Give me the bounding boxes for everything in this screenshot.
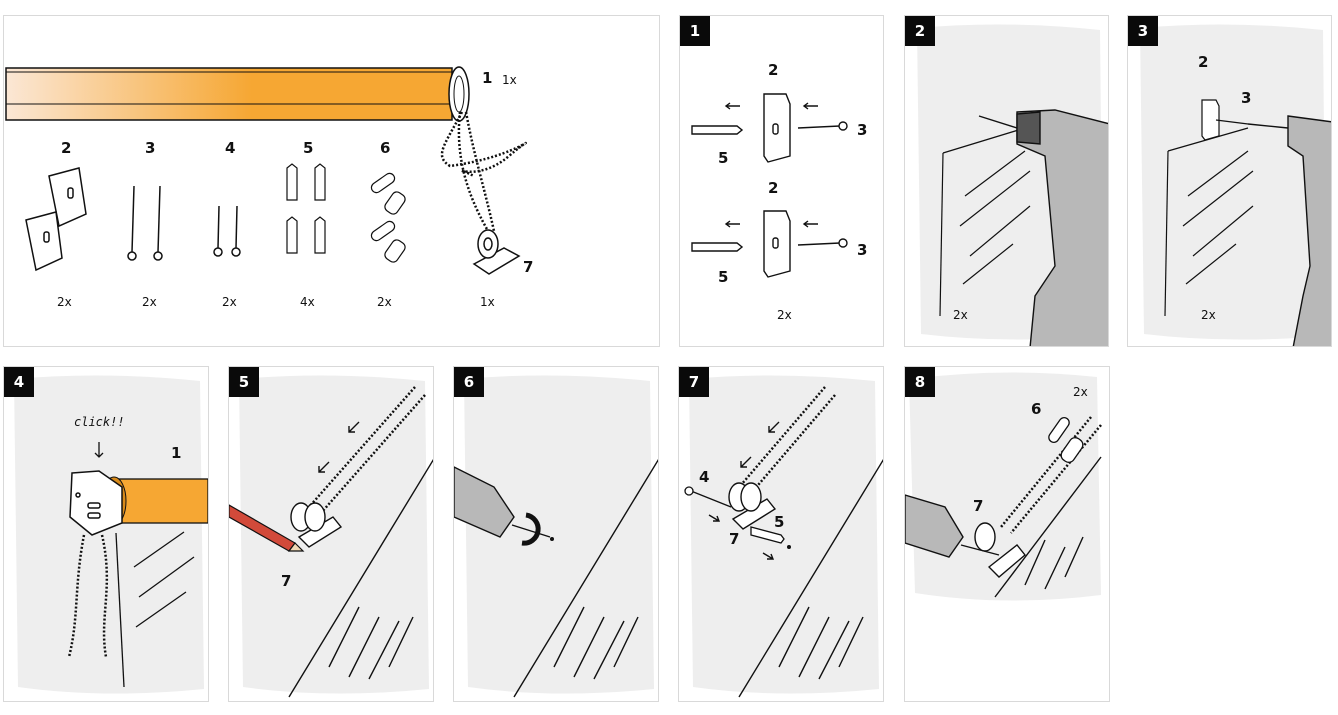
clip-icon [370, 172, 406, 263]
chain-tensioner-icon [290, 502, 343, 548]
part-4-number: 4 [225, 139, 236, 157]
part-3-number: 3 [145, 139, 156, 157]
part-5-qty: 4x [300, 295, 315, 309]
part-3-qty: 2x [142, 295, 157, 309]
bracket-icon [69, 470, 123, 536]
step-8-illustration [905, 372, 1102, 601]
step-3-label-bracket: 2 [1198, 53, 1209, 71]
step-4-label-roller: 1 [171, 444, 182, 462]
step-8-label-tensioner: 7 [973, 497, 984, 515]
drill-icon [978, 109, 1108, 346]
chain-tensioner-icon [728, 482, 777, 530]
part-2-number: 2 [61, 139, 72, 157]
step-3-label-screw: 3 [1241, 89, 1252, 107]
step-1-label-screw-bottom: 3 [857, 241, 868, 259]
step-5-badge: 5 [229, 367, 259, 397]
step-7-badge: 7 [679, 367, 709, 397]
step-1-badge: 1 [680, 16, 710, 46]
part-5-number: 5 [303, 139, 314, 157]
part-7-number: 7 [523, 258, 534, 276]
step-2-badge: 2 [905, 16, 935, 46]
step-3-qty: 2x [1201, 308, 1216, 322]
step-2-panel: 2 2x [904, 15, 1109, 347]
step-7-label-plug: 5 [774, 513, 785, 531]
drill-icon [905, 494, 1000, 558]
step-8-badge: 8 [905, 367, 935, 397]
step-1-label-screw-top: 3 [857, 121, 868, 139]
roller-blind-icon [5, 66, 470, 122]
chain-tensioner-icon [974, 522, 1026, 578]
pencil-icon [229, 504, 305, 552]
step-7-illustration [684, 375, 883, 698]
parts-illustration [5, 66, 527, 275]
step-7-label-tensioner: 7 [729, 530, 740, 548]
step-2-qty: 2x [953, 308, 968, 322]
step-1-panel: 1 2 3 5 2 3 5 2x [679, 15, 884, 347]
part-4-qty: 2x [222, 295, 237, 309]
step-1-illustration [691, 93, 848, 278]
step-6-badge: 6 [454, 367, 484, 397]
step-3-illustration [1140, 24, 1331, 346]
part-6-number: 6 [380, 139, 391, 157]
step-8-label-clip: 6 [1031, 400, 1042, 418]
part-1-qty: 1x [502, 73, 517, 87]
step-3-panel: 3 2 3 2x [1127, 15, 1332, 347]
step-3-badge: 3 [1128, 16, 1158, 46]
step-8-qty: 2x [1073, 385, 1088, 399]
step-4-click-text: click!! [74, 415, 125, 429]
step-2-illustration [917, 24, 1108, 346]
short-screw-icon [213, 205, 241, 257]
step-4-badge: 4 [4, 367, 34, 397]
step-4-panel: 4 click!! 1 [3, 366, 209, 702]
parts-overview-panel: 1 1x 2 3 4 5 6 7 2x 2x 2x 4x 2x 1x [3, 15, 660, 347]
chain-tensioner-icon [472, 229, 521, 275]
step-6-panel: 6 [453, 366, 659, 702]
part-1-number: 1 [482, 69, 493, 87]
step-1-label-plug-top: 5 [718, 149, 729, 167]
step-1-qty: 2x [777, 308, 792, 322]
step-5-illustration [229, 375, 433, 698]
step-7-label-screw: 4 [699, 468, 710, 486]
step-1-label-bracket-bottom: 2 [768, 179, 779, 197]
step-8-panel: 8 2x 6 7 [904, 366, 1110, 702]
step-5-label-tensioner: 7 [281, 572, 292, 590]
step-4-illustration [14, 375, 208, 694]
step-7-panel: 7 4 7 5 [678, 366, 884, 702]
step-1-label-plug-bottom: 5 [718, 268, 729, 286]
part-2-qty: 2x [57, 295, 72, 309]
wall-plug-icon [286, 163, 326, 254]
bead-chain-icon [440, 111, 527, 232]
part-7-qty: 1x [480, 295, 495, 309]
step-6-illustration [454, 375, 658, 698]
drill-icon [454, 466, 551, 546]
step-5-panel: 5 7 [228, 366, 434, 702]
bracket-icon [25, 167, 87, 272]
step-1-label-bracket-top: 2 [768, 61, 779, 79]
drill-icon [1247, 115, 1331, 346]
long-screw-icon [127, 185, 163, 261]
part-6-qty: 2x [377, 295, 392, 309]
